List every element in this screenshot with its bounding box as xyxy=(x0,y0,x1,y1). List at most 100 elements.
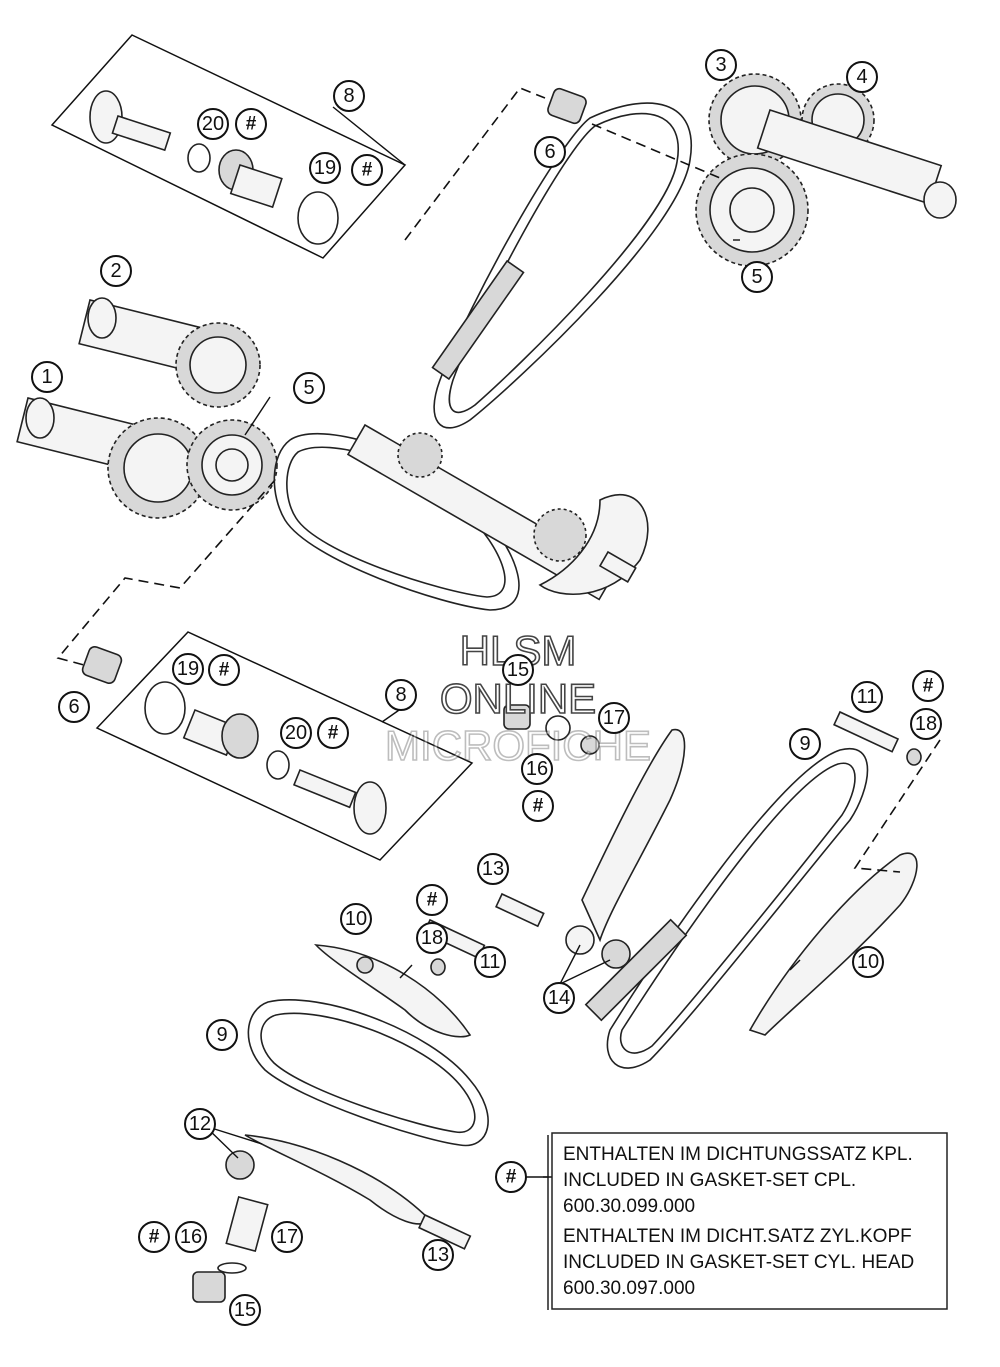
callout-hash-bottom-19: # xyxy=(208,654,240,686)
kit-box-8-top xyxy=(50,34,407,259)
callout-14: 14 xyxy=(543,982,575,1014)
svg-text:1: 1 xyxy=(41,366,52,388)
callout-15-bottom: 15 xyxy=(229,1294,261,1326)
callout-9-left: 9 xyxy=(206,1019,238,1051)
svg-text:10: 10 xyxy=(857,951,879,973)
svg-text:3: 3 xyxy=(715,54,726,76)
svg-text:20: 20 xyxy=(202,113,224,135)
svg-text:18: 18 xyxy=(421,927,443,949)
chain-and-guide-right xyxy=(565,710,941,1069)
svg-text:14: 14 xyxy=(548,987,570,1009)
svg-text:#: # xyxy=(506,1167,517,1188)
kit-box-8-bottom xyxy=(81,631,474,861)
callout-13-bottom: 13 xyxy=(422,1239,454,1271)
callout-10-left: 10 xyxy=(340,903,372,935)
svg-text:#: # xyxy=(427,890,438,911)
svg-text:10: 10 xyxy=(345,908,367,930)
svg-text:#: # xyxy=(328,723,339,744)
callout-2: 2 xyxy=(100,255,132,287)
legend-line5: INCLUDED IN GASKET-SET CYL. HEAD xyxy=(563,1252,914,1273)
callout-18-right: 18 xyxy=(910,708,942,740)
callout-17-bottom: 17 xyxy=(271,1221,303,1253)
callout-11-left: 11 xyxy=(474,946,506,978)
callout-11-right: 11 xyxy=(851,681,883,713)
svg-text:18: 18 xyxy=(915,713,937,735)
svg-text:#: # xyxy=(923,676,934,697)
callout-18-left: 18 xyxy=(416,922,448,954)
callout-hash-top-20: # xyxy=(235,108,267,140)
svg-text:5: 5 xyxy=(303,377,314,399)
callout-hash-bottom-16: # xyxy=(138,1221,170,1253)
callout-5-left: 5 xyxy=(293,372,325,404)
callout-6-left: 6 xyxy=(58,691,90,723)
callout-8-top: 8 xyxy=(333,80,365,112)
svg-text:15: 15 xyxy=(234,1299,256,1321)
callout-19-top: 19 xyxy=(309,152,341,184)
svg-text:8: 8 xyxy=(395,684,406,706)
svg-text:11: 11 xyxy=(480,951,501,973)
callout-16-middle: 16 xyxy=(521,753,553,785)
svg-text:8: 8 xyxy=(343,85,354,107)
callout-9-right: 9 xyxy=(789,728,821,760)
svg-text:13: 13 xyxy=(427,1244,449,1266)
svg-text:16: 16 xyxy=(180,1226,202,1248)
svg-text:#: # xyxy=(246,114,257,135)
svg-text:5: 5 xyxy=(751,266,762,288)
svg-text:15: 15 xyxy=(507,659,529,681)
camshaft-gear-assembly-top xyxy=(695,73,957,267)
svg-text:#: # xyxy=(149,1227,160,1248)
legend-line2: INCLUDED IN GASKET-SET CPL. xyxy=(563,1170,856,1191)
legend-line6: 600.30.097.000 xyxy=(563,1278,695,1299)
timing-chain-top xyxy=(431,87,693,429)
svg-text:13: 13 xyxy=(482,858,504,880)
callout-4: 4 xyxy=(846,61,878,93)
callout-10-right: 10 xyxy=(852,946,884,978)
svg-text:11: 11 xyxy=(857,686,878,708)
callout-16-bottom: 16 xyxy=(175,1221,207,1253)
callout-1: 1 xyxy=(31,361,63,393)
svg-text:#: # xyxy=(219,660,230,681)
callout-20-top: 20 xyxy=(197,108,229,140)
svg-text:20: 20 xyxy=(285,722,307,744)
parts-15-16-17-middle xyxy=(503,704,600,755)
svg-text:16: 16 xyxy=(526,758,548,780)
svg-text:17: 17 xyxy=(603,707,625,729)
legend-line1: ENTHALTEN IM DICHTUNGSSATZ KPL. xyxy=(563,1144,913,1165)
watermark: HLSM ONLINE MICROFICHE xyxy=(384,626,652,770)
callout-13-middle: 13 xyxy=(477,853,509,885)
chain-and-guide-bottom-left xyxy=(192,892,545,1303)
svg-text:2: 2 xyxy=(110,260,121,282)
callout-8-bottom: 8 xyxy=(385,679,417,711)
callout-5-top: 5 xyxy=(741,261,773,293)
callout-hash-bottom-20: # xyxy=(317,717,349,749)
svg-text:6: 6 xyxy=(544,141,555,163)
svg-text:12: 12 xyxy=(189,1113,211,1135)
camshaft-gear-assembly-left xyxy=(16,297,278,519)
callout-15-middle: 15 xyxy=(502,654,534,686)
callout-hash-top-19: # xyxy=(351,154,383,186)
svg-text:#: # xyxy=(533,796,544,817)
legend-box xyxy=(551,1132,948,1310)
svg-text:19: 19 xyxy=(177,658,199,680)
callout-19-bottom: 19 xyxy=(172,653,204,685)
svg-text:9: 9 xyxy=(799,733,810,755)
svg-text:6: 6 xyxy=(68,696,79,718)
callout-6-top: 6 xyxy=(534,136,566,168)
callout-17-middle: 17 xyxy=(598,702,630,734)
legend-line4: ENTHALTEN IM DICHT.SATZ ZYL.KOPF xyxy=(563,1226,912,1247)
legend-hash-symbol: # xyxy=(495,1161,527,1193)
svg-text:4: 4 xyxy=(856,66,867,88)
legend: # ENTHALTEN IM DICHTUNGSSATZ KPL. INCLUD… xyxy=(495,1132,948,1310)
svg-text:17: 17 xyxy=(276,1226,298,1248)
legend-line3: 600.30.099.000 xyxy=(563,1196,695,1217)
callout-3: 3 xyxy=(705,49,737,81)
svg-text:9: 9 xyxy=(216,1024,227,1046)
crankshaft-and-chain-center xyxy=(273,423,649,611)
svg-text:19: 19 xyxy=(314,157,336,179)
callout-12: 12 xyxy=(184,1108,216,1140)
svg-text:#: # xyxy=(362,160,373,181)
callout-20-bottom: 20 xyxy=(280,717,312,749)
watermark-line1: HLSM xyxy=(460,627,577,674)
callout-hash-left-18: # xyxy=(416,884,448,916)
